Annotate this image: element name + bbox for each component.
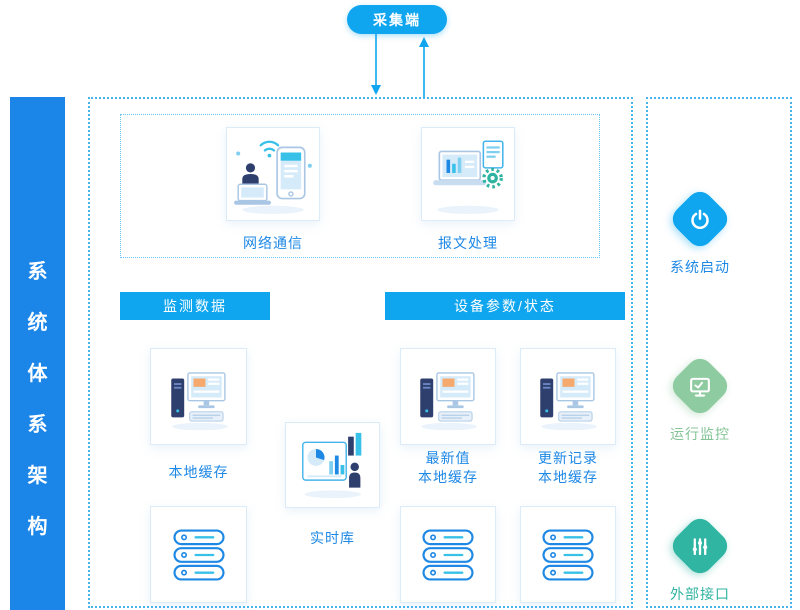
- message-processing-item: 报文处理: [403, 127, 533, 253]
- system-start-item: 系统启动: [648, 186, 752, 277]
- message-processing-label: 报文处理: [438, 235, 498, 251]
- monitor-cache-card: [150, 348, 247, 445]
- run-monitor-icon-wrap: [667, 353, 733, 419]
- latest-value-cache-label: 最新值 本地缓存: [400, 449, 496, 487]
- message-processing-icon: [425, 131, 511, 217]
- workstation-icon: [411, 360, 485, 434]
- workstation-icon: [162, 360, 236, 434]
- system-start-icon-wrap: [667, 186, 733, 252]
- external-interface-item: 外部接口: [648, 513, 752, 604]
- update-record-cache-label: 更新记录 本地缓存: [520, 449, 616, 487]
- label-line: 最新值: [425, 450, 471, 466]
- server-icon: [419, 524, 477, 586]
- label-line: 更新记录: [538, 450, 598, 466]
- sliders-icon: [667, 513, 733, 579]
- external-interface-icon-wrap: [667, 513, 733, 579]
- workstation-icon: [531, 360, 605, 434]
- realtime-db-label: 实时库: [310, 530, 355, 546]
- monitor-server-card: [150, 506, 247, 603]
- server-icon: [539, 524, 597, 586]
- latest-value-cache-card: [400, 348, 496, 445]
- realtime-db-card: [285, 422, 380, 508]
- device-params-header: 设备参数/状态: [385, 292, 625, 320]
- arrow-up-icon: [419, 37, 429, 98]
- arrow-down-icon: [371, 34, 381, 95]
- message-processing-card: [421, 127, 515, 221]
- local-cache-label: 本地缓存: [168, 464, 229, 480]
- realtime-db-icon: [294, 431, 372, 499]
- sidebar-char: 构: [27, 516, 48, 538]
- run-monitor-item: 运行监控: [648, 353, 752, 444]
- update-record-server-card: [520, 506, 616, 603]
- network-communication-icon: [230, 131, 316, 217]
- power-icon: [667, 186, 733, 252]
- main-dotted-container: [88, 97, 633, 608]
- system-start-label: 系统启动: [670, 259, 730, 275]
- sidebar-char: 统: [27, 312, 48, 334]
- network-comm-item: 网络通信: [208, 127, 338, 253]
- label-line: 本地缓存: [538, 469, 598, 485]
- external-interface-label: 外部接口: [670, 586, 730, 602]
- monitor-screen-icon: [667, 353, 733, 419]
- network-comm-card: [226, 127, 320, 221]
- label-line: 本地缓存: [418, 469, 478, 485]
- server-icon: [170, 524, 228, 586]
- comm-dotted-box: 网络通信 报文处理: [120, 114, 600, 258]
- sidebar-char: 系: [27, 414, 48, 436]
- update-record-cache-card: [520, 348, 616, 445]
- sidebar-title: 系 统 体 系 架 构: [10, 97, 65, 610]
- sidebar-char: 体: [27, 363, 48, 385]
- run-monitor-label: 运行监控: [670, 426, 730, 442]
- latest-value-server-card: [400, 506, 496, 603]
- data-flow-arrows: [371, 34, 429, 98]
- network-comm-label: 网络通信: [243, 235, 303, 251]
- monitor-data-header: 监测数据: [120, 292, 270, 320]
- sidebar-char: 架: [27, 465, 48, 487]
- right-dotted-container: 系统启动 运行监控 外部接口: [646, 97, 792, 608]
- sidebar-char: 系: [27, 261, 48, 283]
- collector-badge: 采集端: [347, 5, 447, 34]
